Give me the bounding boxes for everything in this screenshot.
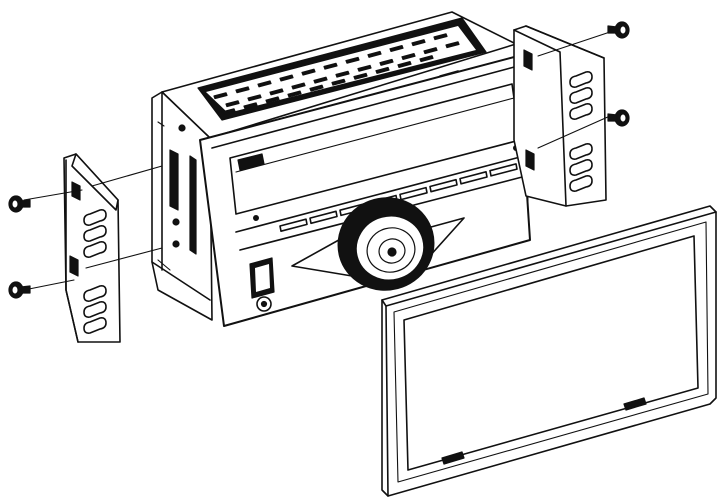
mounting-bracket-left [63, 153, 121, 343]
vent-slot [423, 47, 438, 55]
screw [607, 109, 630, 127]
vent-slot [247, 94, 262, 102]
vent-slot [353, 72, 368, 80]
bracket-slot [569, 71, 593, 88]
vent-slot [335, 70, 350, 78]
vent-slot [411, 39, 426, 47]
bracket-slot [569, 103, 593, 120]
vent-slot [257, 80, 272, 88]
vent-slot [323, 62, 338, 70]
screw [8, 281, 31, 299]
vent-slot [225, 100, 240, 108]
vent-slot [397, 61, 412, 68]
vent-slot [213, 92, 228, 100]
vent-slot [375, 66, 390, 74]
preset-button [279, 218, 308, 232]
preset-button [309, 210, 338, 225]
trim-ring [381, 205, 717, 497]
vent-slot [309, 84, 324, 92]
preset-button [459, 171, 488, 185]
vent-slot [243, 102, 258, 110]
vent-slot [221, 108, 236, 116]
alignment-lines [23, 31, 611, 291]
vent-slot [235, 86, 250, 94]
bracket-slot [83, 317, 107, 334]
bracket-slot [83, 209, 107, 226]
vent-slot [291, 82, 306, 90]
vent-slot [301, 68, 316, 76]
preset-button [429, 178, 458, 193]
vent-slot [445, 41, 460, 49]
vent-slot [389, 45, 404, 52]
volume-knob [337, 197, 435, 291]
vent-slot [367, 50, 382, 58]
bracket-right-slots [569, 71, 593, 192]
vent-slot [379, 58, 394, 66]
vent-slot [265, 96, 280, 104]
screw [8, 195, 31, 213]
vent-slot [401, 53, 416, 60]
bracket-slot [569, 143, 593, 160]
vent-slot [433, 33, 448, 41]
vent-slot [269, 88, 284, 96]
vent-slot [357, 64, 372, 72]
bracket-slot [83, 225, 107, 242]
mounting-screws [8, 21, 630, 299]
mounting-bracket-right [513, 25, 607, 207]
preset-button [489, 163, 518, 177]
vent-slot [331, 78, 346, 86]
bracket-slot [569, 175, 593, 192]
preset-button [399, 186, 428, 201]
vent-slot [279, 74, 294, 82]
vent-slot [345, 56, 360, 64]
bracket-slot [83, 241, 107, 258]
screw [607, 21, 630, 39]
head-unit [151, 11, 531, 327]
vent-slot [287, 90, 302, 98]
bracket-slot [569, 87, 593, 104]
bracket-slot [83, 285, 107, 302]
bracket-slot [569, 159, 593, 176]
bracket-slot [83, 301, 107, 318]
bracket-left-slots [83, 209, 107, 334]
vent-slot [419, 55, 434, 63]
vent-slot [313, 76, 328, 84]
